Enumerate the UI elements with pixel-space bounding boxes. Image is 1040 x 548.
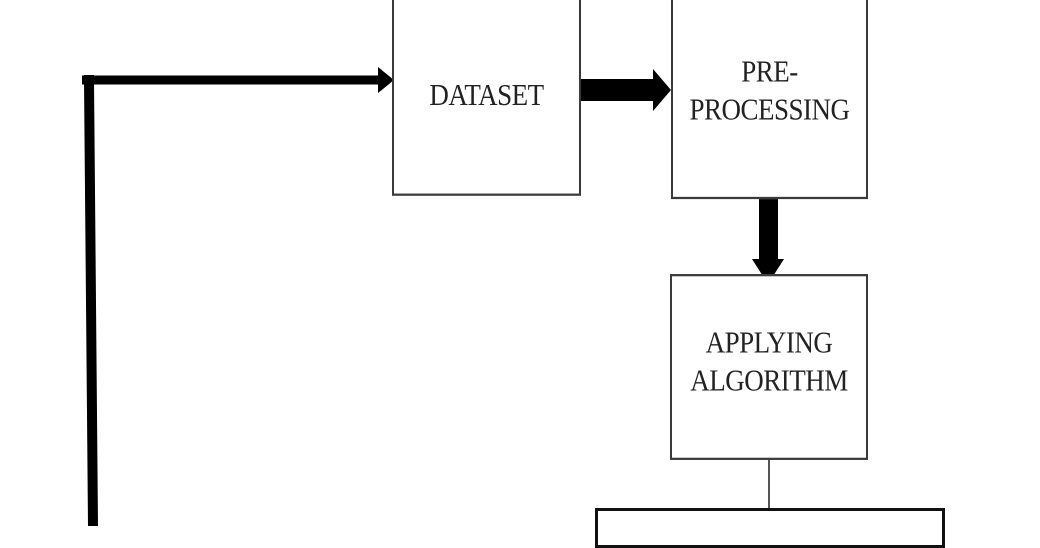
dataset-label: DATASET [429,78,544,112]
preprocessing-label: PRE- PROCESSING [689,54,850,126]
arrow-preprocessing-to-algorithm-shaft [759,188,778,262]
applying-algorithm-label: APPLYING ALGORITHM [690,325,848,398]
preprocessing-box: PRE- PROCESSING [671,0,868,200]
loop-arrowhead [378,67,394,93]
arrow-preprocessing-to-algorithm-head [752,259,784,284]
dataset-box: DATASET [392,0,581,196]
bottom-box [595,508,945,548]
connectors [82,67,784,526]
arrow-dataset-to-preprocessing-shaft [581,79,655,101]
flowchart-canvas: DATASET PRE- PROCESSING APPLYING ALGORIT… [82,0,945,548]
loop-vertical-line [83,74,99,526]
arrow-dataset-to-preprocessing-head [653,69,671,111]
applying-algorithm-box: APPLYING ALGORITHM [670,274,868,460]
